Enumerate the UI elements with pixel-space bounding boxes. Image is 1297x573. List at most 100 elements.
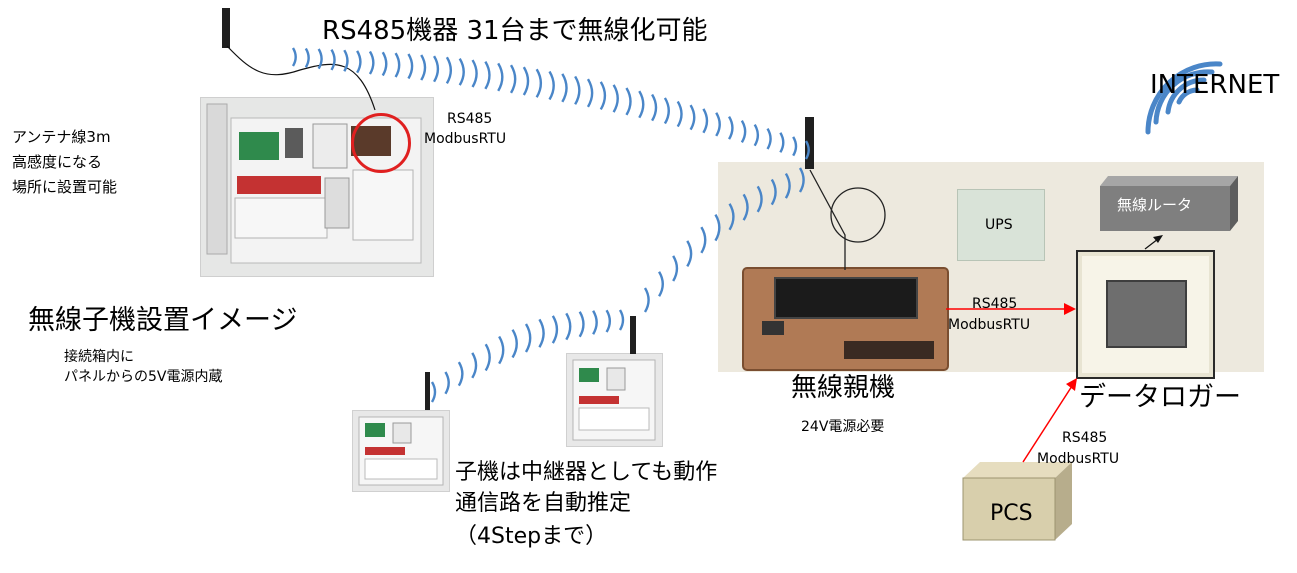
wave-arc [618, 309, 625, 331]
wave-arc [330, 48, 336, 71]
antenna-note-line1: アンテナ線3m [12, 128, 111, 146]
wave-arc [686, 240, 693, 268]
data-logger-device [1076, 250, 1215, 379]
wave-arc [715, 112, 721, 137]
headline: RS485機器 31台まで無線化可能 [322, 16, 708, 46]
internet-wave-icon [1145, 61, 1223, 135]
rs485-link-pcs-logger [1022, 385, 1073, 463]
antenna-note-line3: 場所に設置可能 [12, 178, 118, 196]
wave-arc [798, 167, 805, 193]
wave-arc [792, 136, 798, 157]
wave-arc [714, 214, 721, 242]
wave-arc [420, 54, 427, 81]
wave-arc [753, 123, 760, 147]
wave-arc [638, 90, 645, 119]
wave-arc [511, 329, 518, 359]
wave-arc [663, 97, 670, 125]
wave-arc [643, 287, 650, 313]
logger-title: データロガー [1079, 382, 1241, 413]
wave-arc [651, 93, 658, 122]
wave-arc [779, 132, 785, 153]
wave-arc [728, 203, 735, 231]
wave-arc [586, 78, 594, 108]
wave-arc [784, 172, 791, 199]
wave-arc [672, 255, 679, 282]
wave-arc [444, 371, 450, 395]
wave-arc [498, 335, 505, 365]
antenna-master [805, 117, 814, 169]
wave-arc [565, 312, 572, 341]
highlight-circle [351, 113, 411, 173]
slave-power-note-line1: 接続箱内に [64, 349, 134, 365]
antenna-small-2 [425, 372, 430, 410]
wave-arc [766, 128, 772, 150]
wave-arc [728, 115, 734, 140]
wave-arc [548, 70, 555, 101]
internet-label: INTERNET [1150, 70, 1280, 100]
wave-arc [599, 81, 607, 111]
wave-arc [551, 315, 559, 344]
wave-arc [770, 178, 777, 206]
wave-arc [445, 56, 453, 84]
wave-arc [574, 75, 581, 105]
wave-arc [689, 104, 696, 131]
pcs-label: PCS [990, 501, 1033, 526]
wave-arc [484, 343, 491, 372]
pcs-link-label-line2: ModbusRTU [1037, 451, 1120, 467]
radio-waves [291, 47, 810, 403]
wave-arc [658, 271, 664, 297]
wave-arc [356, 50, 362, 74]
wave-arc [605, 309, 612, 333]
wave-arc [676, 100, 683, 128]
wave-arc [291, 47, 297, 67]
master-title: 無線親機 [791, 373, 896, 403]
router-label: 無線ルータ [1117, 196, 1193, 214]
ups-module [957, 189, 1045, 261]
wave-arc [458, 57, 465, 86]
antenna-coil [830, 187, 886, 243]
wave-arc [522, 66, 530, 96]
slave-power-note-line2: パネルからの5V電源内蔵 [64, 369, 223, 385]
wave-arc [471, 59, 478, 88]
slave-link-label-line2: ModbusRTU [424, 131, 507, 147]
wave-arc [756, 185, 763, 213]
wave-arc [561, 73, 568, 103]
antenna-small-1 [630, 316, 636, 354]
pcs-link-label-line1: RS485 [1062, 430, 1108, 446]
master-power-note: 24V電源必要 [801, 419, 885, 435]
wave-arc [394, 52, 401, 78]
wave-arc [343, 49, 349, 72]
master-link-label-line2: ModbusRTU [948, 317, 1031, 333]
wave-arc [612, 84, 619, 113]
wave-arc [592, 310, 598, 335]
slave-link-label-line1: RS485 [447, 111, 493, 127]
wave-arc [368, 50, 375, 75]
antenna-note-line2: 高感度になる [12, 153, 103, 171]
master-unit [742, 267, 949, 371]
wave-arc [433, 55, 440, 83]
wave-arc [484, 61, 491, 90]
wave-arc [804, 140, 810, 160]
wave-arc [702, 108, 709, 134]
slave-panel-photo-small-1 [566, 353, 663, 447]
relay-note-line2: 通信路を自動推定 [455, 491, 632, 516]
wave-arc [304, 47, 310, 68]
relay-note-line3: （4Stepまで） [455, 524, 608, 549]
slave-title: 無線子機設置イメージ [28, 305, 298, 336]
wave-arc [578, 311, 585, 338]
wave-arc [538, 318, 545, 348]
wave-arc [742, 193, 749, 221]
wave-arc [430, 381, 437, 403]
antenna-main [222, 8, 230, 48]
ups-label: UPS [985, 217, 1013, 233]
wave-arc [524, 323, 532, 353]
slave-panel-photo-small-2 [352, 410, 450, 492]
wave-arc [407, 53, 414, 80]
logger-router-arrow [1144, 238, 1159, 250]
wave-arc [740, 119, 747, 144]
wave-arc [497, 62, 504, 92]
wave-arc [700, 226, 707, 254]
